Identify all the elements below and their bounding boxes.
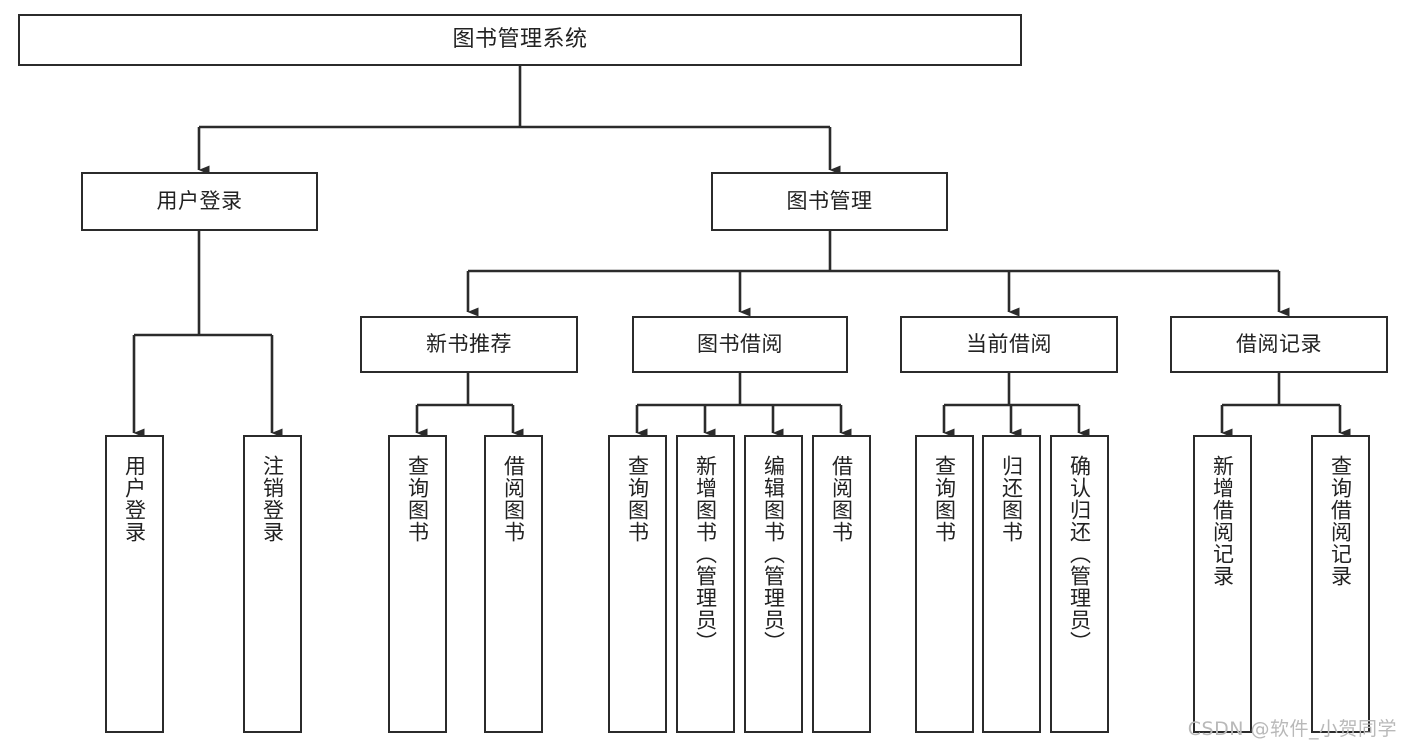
node-leaf-add-record-label: 新增借阅记录 — [1210, 455, 1235, 587]
node-leaf-return-book[interactable]: 归还图书 — [982, 435, 1041, 733]
node-leaf-user-login[interactable]: 用户登录 — [105, 435, 164, 733]
node-current-borrow[interactable]: 当前借阅 — [900, 316, 1118, 373]
node-leaf-user-login-label: 用户登录 — [122, 455, 147, 543]
node-new-book-recommend-label: 新书推荐 — [426, 332, 512, 357]
node-leaf-query-book-1[interactable]: 查询图书 — [388, 435, 447, 733]
node-leaf-query-record-label: 查询借阅记录 — [1328, 455, 1353, 587]
node-leaf-borrow-book-1[interactable]: 借阅图书 — [484, 435, 543, 733]
node-leaf-query-book-3-label: 查询图书 — [932, 455, 957, 543]
node-borrow-record[interactable]: 借阅记录 — [1170, 316, 1388, 373]
node-user-login-label: 用户登录 — [156, 189, 243, 214]
node-leaf-confirm-return-label: 确认归还（管理员） — [1067, 455, 1092, 653]
node-leaf-logout-label: 注销登录 — [260, 455, 285, 543]
node-leaf-add-book[interactable]: 新增图书（管理员） — [676, 435, 735, 733]
node-new-book-recommend[interactable]: 新书推荐 — [360, 316, 578, 373]
node-leaf-query-book-3[interactable]: 查询图书 — [915, 435, 974, 733]
node-leaf-query-book-2[interactable]: 查询图书 — [608, 435, 667, 733]
node-user-login[interactable]: 用户登录 — [81, 172, 318, 231]
node-root[interactable]: 图书管理系统 — [18, 14, 1022, 66]
node-leaf-add-book-label: 新增图书（管理员） — [693, 455, 718, 653]
node-book-manage[interactable]: 图书管理 — [711, 172, 948, 231]
node-leaf-borrow-book-2-label: 借阅图书 — [829, 455, 854, 543]
node-book-manage-label: 图书管理 — [786, 189, 873, 214]
node-current-borrow-label: 当前借阅 — [966, 332, 1052, 357]
node-leaf-borrow-book-2[interactable]: 借阅图书 — [812, 435, 871, 733]
node-book-borrow[interactable]: 图书借阅 — [632, 316, 848, 373]
node-leaf-logout[interactable]: 注销登录 — [243, 435, 302, 733]
node-borrow-record-label: 借阅记录 — [1236, 332, 1322, 357]
node-leaf-query-book-2-label: 查询图书 — [625, 455, 650, 543]
node-book-borrow-label: 图书借阅 — [697, 332, 783, 357]
node-leaf-query-record[interactable]: 查询借阅记录 — [1311, 435, 1370, 733]
node-leaf-add-record[interactable]: 新增借阅记录 — [1193, 435, 1252, 733]
node-leaf-borrow-book-1-label: 借阅图书 — [501, 455, 526, 543]
node-leaf-edit-book-label: 编辑图书（管理员） — [761, 455, 786, 653]
node-leaf-return-book-label: 归还图书 — [999, 455, 1024, 543]
node-leaf-confirm-return[interactable]: 确认归还（管理员） — [1050, 435, 1109, 733]
node-leaf-edit-book[interactable]: 编辑图书（管理员） — [744, 435, 803, 733]
node-root-label: 图书管理系统 — [452, 27, 588, 53]
node-leaf-query-book-1-label: 查询图书 — [405, 455, 430, 543]
